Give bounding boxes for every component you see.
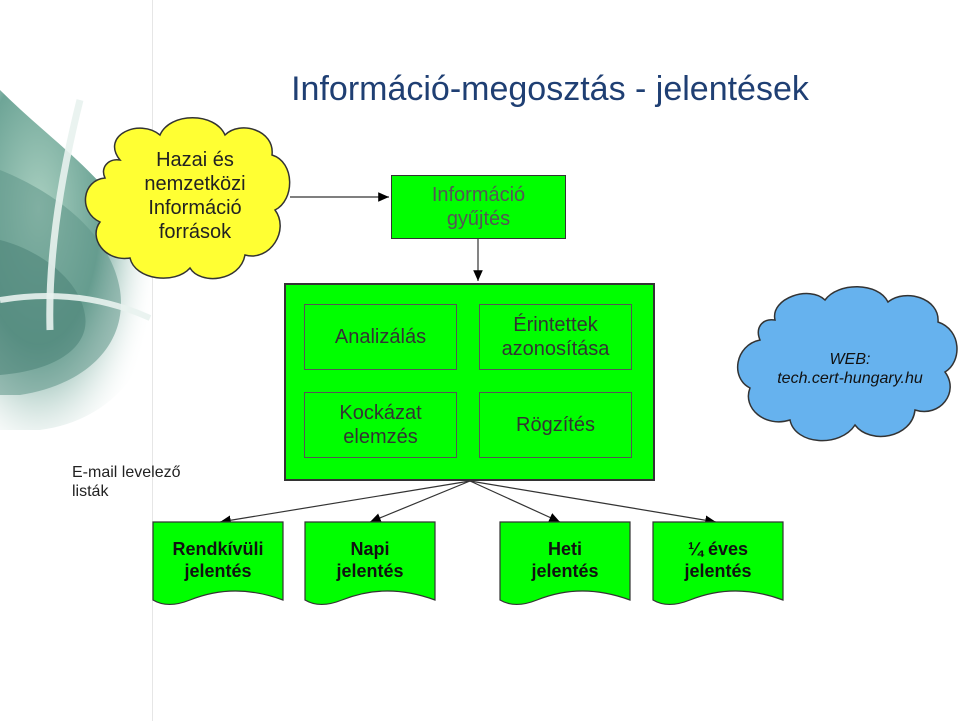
arrow-process-to-report-2	[369, 480, 471, 523]
sources-line-3: Információ	[148, 197, 242, 219]
analysis-label: Analizálás	[334, 326, 427, 348]
identify-line-1: Érintettek	[513, 314, 598, 336]
email-line-2: listák	[72, 483, 109, 500]
report-shape-1	[152, 521, 284, 606]
sources-cloud-shape	[84, 117, 291, 280]
risk-line-1: Kockázat	[339, 402, 422, 424]
page-title: Információ-megosztás - jelentések	[291, 70, 809, 108]
analysis-box: Analizálás	[304, 304, 457, 370]
sources-line-2: nemzetközi	[144, 173, 246, 195]
risk-line-2: elemzés	[343, 426, 418, 448]
connector-lines	[219, 192, 717, 525]
report-label-1: Rendkívüli jelentés	[153, 538, 283, 582]
report-2-line-2: jelentés	[336, 561, 404, 581]
web-cloud-shape	[736, 286, 958, 442]
report-3-line-1: Heti	[547, 539, 582, 559]
arrow-process-to-report-3	[469, 480, 561, 523]
email-lists-label: E-mail levelező listák	[72, 463, 180, 501]
report-shape-2	[304, 521, 436, 606]
report-shape-3	[499, 521, 631, 606]
report-1-line-2: jelentés	[184, 561, 252, 581]
report-4-line-1: ¼ éves	[687, 539, 749, 559]
web-cloud-label: WEB: tech.cert-hungary.hu	[755, 350, 945, 388]
record-box: Rögzítés	[479, 392, 632, 458]
arrow-process-to-report-4	[469, 480, 717, 525]
email-line-1: E-mail levelező	[72, 464, 181, 481]
report-shapes	[152, 521, 784, 606]
collect-line-2: gyűjtés	[446, 208, 511, 230]
decorative-swirl-background	[0, 0, 160, 721]
report-label-4: ¼ éves jelentés	[653, 538, 783, 582]
sources-line-4: források	[158, 221, 232, 243]
arrow-process-to-report-1	[219, 480, 471, 525]
identify-box: Érintettek azonosítása	[479, 304, 632, 370]
report-label-3: Heti jelentés	[500, 538, 630, 582]
report-2-line-1: Napi	[350, 539, 390, 559]
report-1-line-1: Rendkívüli	[172, 539, 264, 559]
web-line-2: tech.cert-hungary.hu	[777, 370, 923, 387]
sources-cloud-label: Hazai és nemzetközi Információ források	[110, 148, 280, 244]
report-4-line-2: jelentés	[684, 561, 752, 581]
risk-box: Kockázat elemzés	[304, 392, 457, 458]
collect-box: Információ gyűjtés	[391, 175, 566, 239]
sources-line-1: Hazai és	[156, 149, 234, 171]
report-label-2: Napi jelentés	[305, 538, 435, 582]
collect-line-1: Információ	[431, 184, 526, 206]
web-line-1: WEB:	[829, 351, 871, 368]
report-shape-4	[652, 521, 784, 606]
record-label: Rögzítés	[516, 414, 595, 436]
report-3-line-2: jelentés	[531, 561, 599, 581]
identify-line-2: azonosítása	[501, 338, 610, 360]
